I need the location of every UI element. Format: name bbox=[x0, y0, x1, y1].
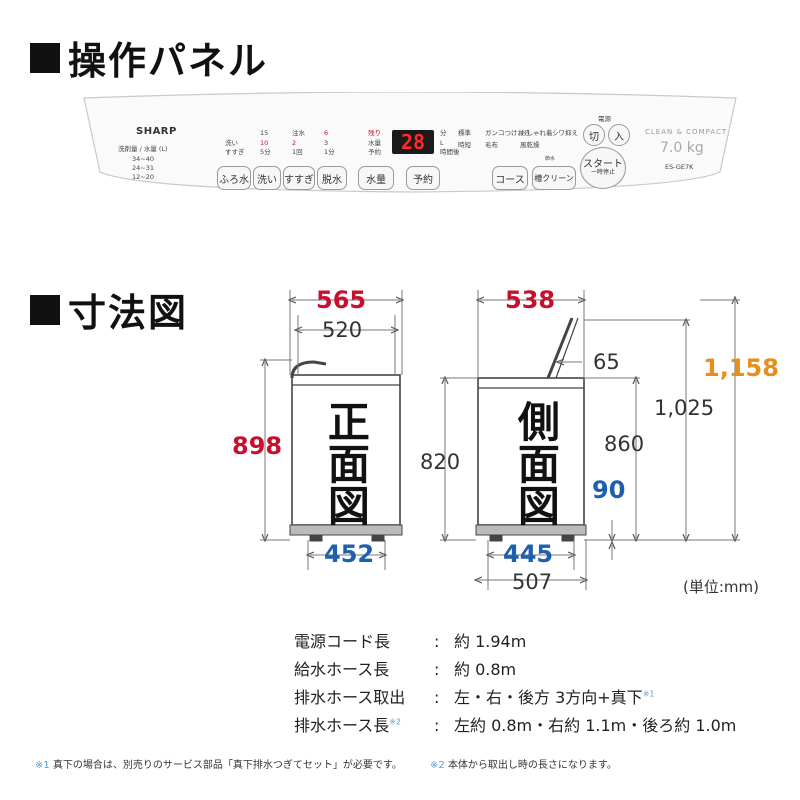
spec-row: 給水ホース長: 約 0.8m bbox=[294, 656, 516, 680]
side-total-height: 1,158 bbox=[703, 354, 779, 382]
time-15: 15 bbox=[260, 129, 269, 137]
display-remaining-label: 残り bbox=[368, 129, 381, 137]
spec-row: 排水ホース長※2: 左約 0.8m・右約 1.1m・後ろ約 1.0m bbox=[294, 712, 736, 736]
tub-clean-button[interactable]: 槽クリーン bbox=[532, 166, 576, 190]
display-water-label: 水量 bbox=[368, 139, 381, 147]
front-view-body bbox=[289, 360, 403, 542]
model-label: ES-GE7K bbox=[665, 163, 694, 171]
start-pause-button[interactable]: スタート 一時停止 bbox=[580, 147, 626, 189]
spec-colon: : bbox=[434, 632, 440, 651]
side-body-height-820: 820 bbox=[420, 450, 461, 474]
footnote-mark: ※1 bbox=[35, 760, 50, 771]
spec-value: 左・右・後方 3方向+真下 bbox=[454, 688, 643, 707]
rinse-button[interactable]: すすぎ bbox=[283, 166, 315, 190]
spec-note-mark: ※2 bbox=[389, 717, 401, 727]
spec-colon: : bbox=[434, 688, 440, 707]
spec-value: 約 0.8m bbox=[454, 660, 517, 679]
spec-label-text: 排水ホース長 bbox=[294, 716, 390, 735]
side-body-height-860: 860 bbox=[604, 432, 645, 456]
spec-label: 給水ホース長 bbox=[294, 660, 390, 679]
footnote-2: ※2 本体から取出し時の長さになります。 bbox=[430, 756, 617, 771]
wash-button[interactable]: 洗い bbox=[253, 166, 281, 190]
spec-row: 電源コード長: 約 1.94m bbox=[294, 628, 526, 652]
display-timer-label: 予約 bbox=[368, 148, 381, 156]
start-label: スタート bbox=[583, 159, 623, 171]
spin-3: 3 bbox=[324, 139, 329, 147]
water-fill: 注水 bbox=[292, 129, 305, 137]
spin-1: 1分 bbox=[324, 148, 335, 156]
water-save-label: 節水 bbox=[545, 156, 556, 162]
spec-row: 排水ホース取出: 左・右・後方 3方向+真下※1 bbox=[294, 684, 654, 708]
front-height: 898 bbox=[232, 432, 283, 460]
spec-colon: : bbox=[434, 716, 440, 735]
front-base-width: 452 bbox=[324, 540, 375, 568]
water-2: 2 bbox=[292, 139, 297, 147]
footnote-text: 本体から取出し時の長さになります。 bbox=[447, 760, 617, 771]
course-wrinkle: シワ抑え bbox=[552, 129, 578, 137]
spin-6: 6 bbox=[324, 129, 329, 137]
footnote-1: ※1 真下の場合は、別売りのサービス部品「真下排水つぎてセット」が必要です。 bbox=[35, 756, 402, 771]
footnote-text: 真下の場合は、別売りのサービス部品「真下排水つぎてセット」が必要です。 bbox=[52, 760, 402, 771]
course-air-dry: 風乾燥 bbox=[520, 141, 540, 149]
dimensions-section-title: 寸法図 bbox=[30, 282, 188, 337]
water-level-1: 34~40 bbox=[132, 155, 154, 163]
square-bullet-icon bbox=[30, 294, 60, 325]
product-line-label: CLEAN & COMPACT bbox=[645, 128, 728, 136]
panel-section-title: 操作パネル bbox=[30, 30, 268, 85]
power-on-button[interactable]: 入 bbox=[608, 124, 630, 146]
water-level-button[interactable]: 水量 bbox=[358, 166, 394, 190]
side-lid-offset: 65 bbox=[593, 350, 620, 374]
wash-amount-label: 洗剤量 / 水量 (L) bbox=[118, 145, 168, 153]
panel-section-title-text: 操作パネル bbox=[68, 39, 269, 83]
front-outer-width: 565 bbox=[316, 286, 367, 314]
power-off-button[interactable]: 切 bbox=[583, 124, 605, 146]
spec-label: 排水ホース取出 bbox=[294, 688, 406, 707]
digital-display: 28 bbox=[392, 130, 434, 154]
unit-label: (単位:mm) bbox=[683, 578, 759, 596]
side-outer-depth: 538 bbox=[505, 286, 556, 314]
water-1: 1回 bbox=[292, 148, 303, 156]
footnote-mark: ※2 bbox=[430, 760, 445, 771]
water-level-2: 24~31 bbox=[132, 164, 154, 172]
spec-colon: : bbox=[434, 660, 440, 679]
control-panel: SHARP 洗剤量 / 水量 (L) 34~40 24~31 12~20 洗い … bbox=[80, 92, 740, 194]
spec-value: 約 1.94m bbox=[454, 632, 527, 651]
side-base-depth-outer: 507 bbox=[512, 570, 553, 594]
course-blanket: 毛布 bbox=[485, 141, 498, 149]
side-base-depth: 445 bbox=[503, 540, 554, 568]
spin-button[interactable]: 脱水 bbox=[317, 166, 347, 190]
side-view-body bbox=[475, 317, 587, 542]
square-bullet-icon bbox=[30, 42, 60, 73]
spec-note-mark: ※1 bbox=[642, 689, 655, 699]
side-lid-open-height: 1,025 bbox=[654, 396, 715, 420]
spec-value: 左約 0.8m・右約 1.1m・後ろ約 1.0m bbox=[454, 716, 737, 735]
water-level-3: 12~20 bbox=[132, 173, 154, 181]
spec-label: 電源コード長 bbox=[294, 632, 391, 651]
time-5: 5分 bbox=[260, 148, 271, 156]
side-base-height: 90 bbox=[592, 476, 626, 504]
pause-label: 一時停止 bbox=[590, 169, 615, 177]
course-delicate: おしゃれ着 bbox=[520, 129, 553, 137]
course-tough: ガンコつけおき bbox=[485, 129, 531, 137]
furo-water-button[interactable]: ふろ水 bbox=[217, 166, 251, 190]
dimensions-section-title-text: 寸法図 bbox=[68, 291, 189, 335]
mode-wash: 洗い bbox=[225, 139, 238, 147]
side-view-label: 側面図 bbox=[511, 400, 561, 526]
capacity-label: 7.0 kg bbox=[660, 140, 704, 156]
display-unit-l: L bbox=[440, 139, 444, 147]
brand-logo: SHARP bbox=[136, 126, 177, 137]
display-unit-min: 分 bbox=[440, 129, 447, 137]
power-label: 電源 bbox=[598, 115, 611, 123]
spec-label: 排水ホース長※2 bbox=[294, 712, 434, 736]
mode-rinse: すすぎ bbox=[225, 148, 245, 156]
timer-button[interactable]: 予約 bbox=[406, 166, 440, 190]
front-view-label: 正面図 bbox=[321, 400, 371, 526]
course-quick: 時短 bbox=[458, 141, 471, 149]
course-button[interactable]: コース bbox=[492, 166, 528, 190]
display-unit-hours: 時間後 bbox=[440, 148, 460, 156]
course-standard: 標準 bbox=[458, 129, 471, 137]
front-inner-width: 520 bbox=[322, 318, 363, 342]
time-10: 10 bbox=[260, 139, 269, 147]
